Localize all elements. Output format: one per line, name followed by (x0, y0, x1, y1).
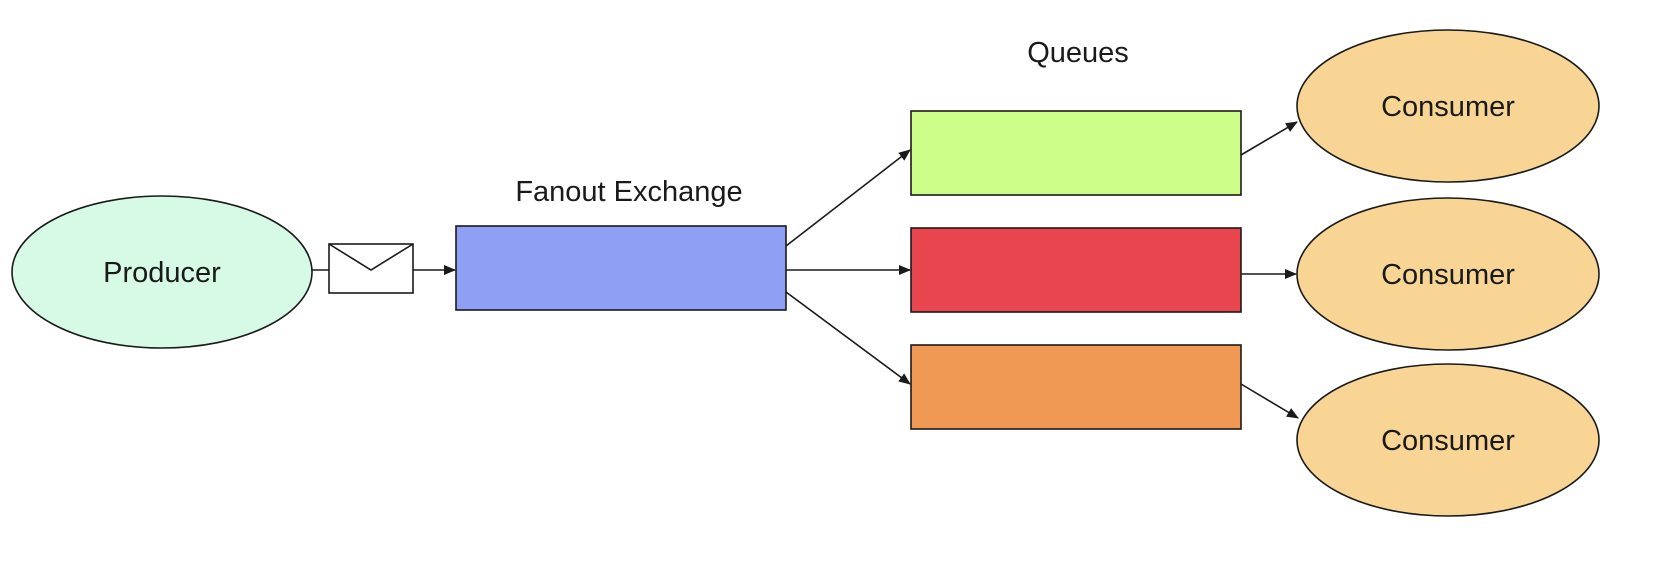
exchange-title: Fanout Exchange (515, 176, 742, 208)
queue-3 (910, 344, 1242, 430)
envelope-icon (328, 243, 414, 294)
queue-2 (910, 227, 1242, 313)
queue-1 (910, 110, 1242, 196)
consumer-1-label: Consumer (1381, 91, 1515, 123)
consumer-3-node: Consumer (1296, 363, 1600, 517)
consumer-3-ellipse (1296, 363, 1600, 517)
envelope-flap (328, 243, 414, 271)
consumer-2-node: Consumer (1296, 197, 1600, 351)
queue-1-to-consumer-1-arrow (1240, 121, 1298, 156)
queue-3-to-consumer-3-arrow (1240, 383, 1299, 419)
exchange-box (455, 225, 787, 311)
consumer-1-node: Consumer (1296, 29, 1600, 183)
consumer-2-label: Consumer (1381, 259, 1515, 291)
queues-title: Queues (1027, 37, 1129, 69)
producer-label: Producer (103, 257, 221, 289)
producer-node: Producer (11, 195, 313, 349)
consumer-2-ellipse (1296, 197, 1600, 351)
producer-ellipse (11, 195, 313, 349)
exchange-node: Fanout Exchange (455, 176, 787, 311)
exchange-to-queue-1-arrow (785, 149, 911, 247)
consumer-1-ellipse (1296, 29, 1600, 183)
exchange-to-queue-3-arrow (785, 291, 911, 385)
consumer-3-label: Consumer (1381, 425, 1515, 457)
